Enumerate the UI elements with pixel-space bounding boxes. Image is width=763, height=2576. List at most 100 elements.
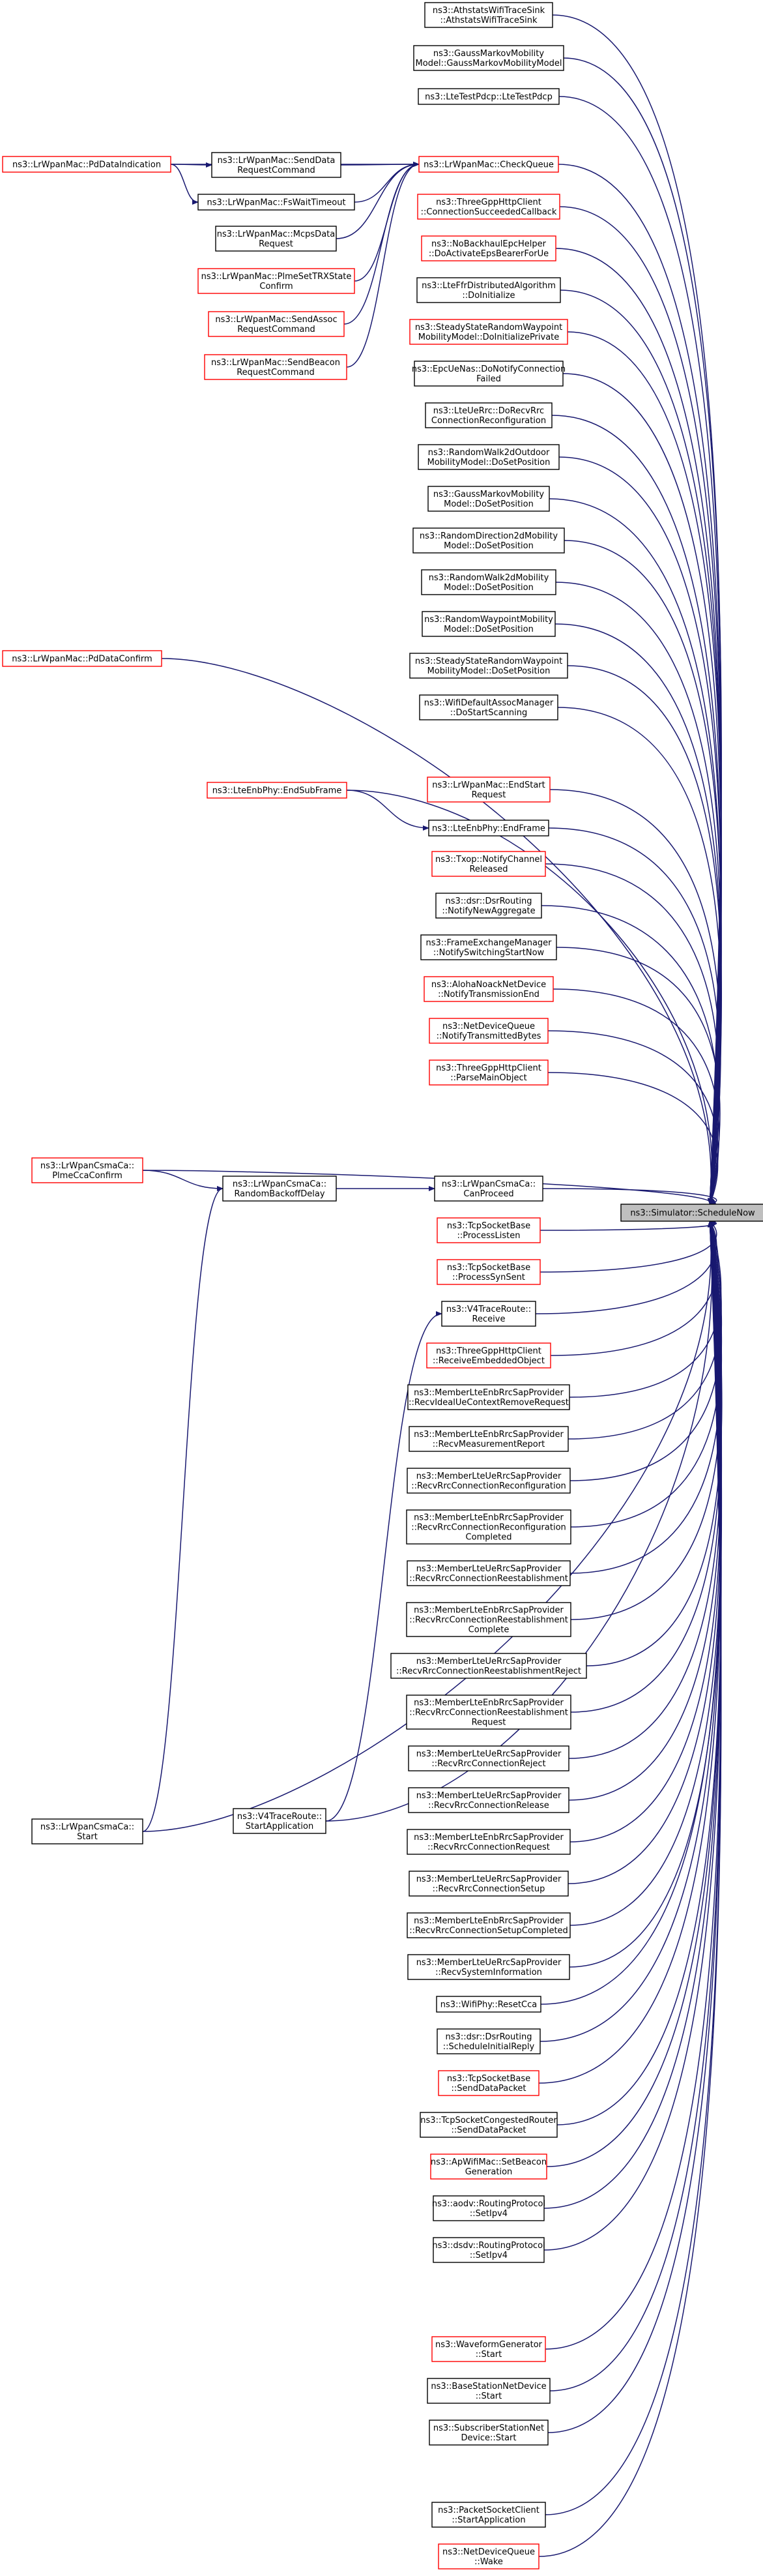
node-m2[interactable]: ns3::MemberLteEnbRrcSapProvider::RecvMea… <box>409 1426 569 1452</box>
node-ndqw[interactable]: ns3::NetDeviceQueue::Wake <box>438 2543 540 2569</box>
edge-ltepd-to-sched <box>558 96 722 1205</box>
node-dsr[interactable]: ns3::dsr::DsrRouting::NotifyNewAggregate <box>435 893 542 919</box>
node-m7[interactable]: ns3::MemberLteUeRrcSapProvider::RecvRrcC… <box>390 1653 587 1679</box>
node-plmecc[interactable]: ns3::LrWpanCsmaCa::PlmeCcaConfirm <box>31 1157 143 1183</box>
node-fswait[interactable]: ns3::LrWpanMac::FsWaitTimeout <box>197 194 355 211</box>
node-rw2d[interactable]: ns3::RandomWalk2dMobilityModel::DoSetPos… <box>421 569 556 595</box>
node-m13[interactable]: ns3::MemberLteEnbRrcSapProvider::RecvRrc… <box>407 1912 571 1938</box>
node-label-line: Model::DoSetPosition <box>444 583 534 593</box>
node-ltefr[interactable]: ns3::LteFfrDistributedAlgorithm::DoIniti… <box>416 277 561 303</box>
node-label-line: ns3::TcpSocketBase <box>447 2074 530 2084</box>
node-m14[interactable]: ns3::MemberLteUeRrcSapProvider::RecvSyst… <box>407 1954 570 1980</box>
node-box <box>429 2420 549 2446</box>
edge-m6-to-sched <box>570 1221 723 1620</box>
node-dsdv[interactable]: ns3::dsdv::RoutingProtocol::SetIpv4 <box>432 2237 545 2263</box>
edge-gmmpos-to-sched <box>549 498 722 1205</box>
node-label-line: ns3::dsr::DsrRouting <box>446 896 532 906</box>
node-box <box>390 1653 587 1679</box>
node-box <box>437 2028 541 2054</box>
node-m11[interactable]: ns3::MemberLteEnbRrcSapProvider::RecvRrc… <box>407 1829 571 1855</box>
node-label-line: ::NotifySwitchingStartNow <box>433 948 545 958</box>
node-sswm[interactable]: ns3::SteadyStateRandomWaypointMobilityMo… <box>409 319 568 345</box>
node-label-line: ns3::LrWpanCsmaCa:: <box>442 1179 536 1189</box>
node-m9[interactable]: ns3::MemberLteUeRrcSapProvider::RecvRrcC… <box>408 1745 569 1771</box>
node-endfr[interactable]: ns3::LteEnbPhy::EndFrame <box>428 820 549 836</box>
node-rwp[interactable]: ns3::RandomWaypointMobilityModel::DoSetP… <box>422 611 556 637</box>
node-m8[interactable]: ns3::MemberLteEnbRrcSapProvider::RecvRrc… <box>406 1695 571 1730</box>
node-label-line: RequestCommand <box>237 368 315 378</box>
node-sswpos[interactable]: ns3::SteadyStateRandomWaypointMobilityMo… <box>409 653 568 679</box>
node-m1[interactable]: ns3::MemberLteEnbRrcSapProvider::RecvIde… <box>407 1384 570 1410</box>
node-v4r[interactable]: ns3::V4TraceRoute::Receive <box>441 1301 536 1327</box>
node-tgpm[interactable]: ns3::ThreeGppHttpClient::ParseMainObject <box>429 1059 549 1086</box>
node-box <box>2 650 162 667</box>
node-wsink[interactable]: ns3::AthstatsWifiTraceSink::AthstatsWifi… <box>424 2 553 28</box>
node-tgre[interactable]: ns3::ThreeGppHttpClient::ReceiveEmbedded… <box>426 1342 551 1369</box>
node-m6[interactable]: ns3::MemberLteEnbRrcSapProvider::RecvRrc… <box>406 1602 571 1637</box>
node-label-line: Model::DoSetPosition <box>444 541 534 551</box>
node-pdconf[interactable]: ns3::LrWpanMac::PdDataConfirm <box>2 650 162 667</box>
node-m12[interactable]: ns3::MemberLteUeRrcSapProvider::RecvRrcC… <box>409 1871 569 1897</box>
node-rd2d[interactable]: ns3::RandomDirection2dMobilityModel::DoS… <box>412 527 565 554</box>
node-ltepd[interactable]: ns3::LteTestPdcp::LteTestPdcp <box>418 88 560 105</box>
node-label-line: ::SendDataPacket <box>451 2084 526 2094</box>
node-box <box>407 1468 571 1494</box>
node-wifida[interactable]: ns3::WifiDefaultAssocManager::DoStartSca… <box>419 694 558 720</box>
node-rbd[interactable]: ns3::LrWpanCsmaCa::RandomBackoffDelay <box>222 1176 337 1202</box>
edge-ndqw-to-sched <box>538 1221 722 2557</box>
node-pdind[interactable]: ns3::LrWpanMac::PdDataIndication <box>2 156 171 173</box>
node-m10[interactable]: ns3::MemberLteUeRrcSapProvider::RecvRrcC… <box>408 1787 569 1813</box>
node-wfg[interactable]: ns3::WaveformGenerator::Start <box>431 2336 546 2362</box>
node-v4start[interactable]: ns3::V4TraceRoute::StartApplication <box>233 1808 326 1834</box>
node-box <box>433 2195 545 2221</box>
edge-v4r-to-sched <box>535 1221 717 1314</box>
node-gmm[interactable]: ns3::GaussMarkovMobilityModel::GaussMark… <box>413 45 564 71</box>
node-ndq[interactable]: ns3::NetDeviceQueue::NotifyTransmittedBy… <box>429 1018 549 1044</box>
node-nobh[interactable]: ns3::NoBackhaulEpcHelper::DoActivateEpsB… <box>421 235 556 261</box>
node-label-line: Model::DoSetPosition <box>444 625 534 634</box>
node-endsub[interactable]: ns3::LteEnbPhy::EndSubFrame <box>207 782 347 799</box>
node-label-line: ns3::BaseStationNetDevice <box>431 2382 546 2391</box>
node-rw2do[interactable]: ns3::RandomWalk2dOutdoorMobilityModel::D… <box>418 444 560 470</box>
node-label-line: ns3::MemberLteUeRrcSapProvider <box>416 1958 562 1968</box>
node-dsrsir[interactable]: ns3::dsr::DsrRouting::ScheduleInitialRep… <box>437 2028 541 2054</box>
node-label-line: ns3::WifiPhy::ResetCca <box>440 2000 538 2010</box>
node-bsnd[interactable]: ns3::BaseStationNetDevice::Start <box>427 2378 551 2404</box>
node-tcpsdp[interactable]: ns3::TcpSocketBase::SendDataPacket <box>438 2070 540 2096</box>
node-box <box>421 569 556 595</box>
node-sched[interactable]: ns3::Simulator::ScheduleNow <box>620 1204 763 1222</box>
node-box <box>438 2070 540 2096</box>
node-canpr[interactable]: ns3::LrWpanCsmaCa::CanProceed <box>434 1176 543 1202</box>
node-label-line: ::RecvRrcConnectionReestablishmentReject <box>396 1666 581 1676</box>
node-conn[interactable]: ns3::ThreeGppHttpClient::ConnectionSucce… <box>417 194 560 220</box>
node-wifirc[interactable]: ns3::WifiPhy::ResetCca <box>436 1996 541 2013</box>
node-m5[interactable]: ns3::MemberLteUeRrcSapProvider::RecvRrcC… <box>407 1560 571 1586</box>
node-tcpcr[interactable]: ns3::TcpSocketCongestedRouter::SendDataP… <box>420 2112 558 2138</box>
node-csmast[interactable]: ns3::LrWpanCsmaCa::Start <box>31 1818 143 1844</box>
node-fem[interactable]: ns3::FrameExchangeManager::NotifySwitchi… <box>420 934 557 960</box>
node-label-line: ns3::LrWpanMac::CheckQueue <box>424 160 554 170</box>
node-lterrc[interactable]: ns3::LteUeRrc::DoRecvRrcConnectionReconf… <box>425 402 553 428</box>
node-gmmpos[interactable]: ns3::GaussMarkovMobilityModel::DoSetPosi… <box>427 486 550 512</box>
node-chkq[interactable]: ns3::LrWpanMac::CheckQueue <box>418 156 559 173</box>
node-label-line: ns3::Simulator::ScheduleNow <box>630 1209 755 1219</box>
node-aodv[interactable]: ns3::aodv::RoutingProtocol::SetIpv4 <box>432 2195 545 2221</box>
node-pscl[interactable]: ns3::PacketSocketClient::StartApplicatio… <box>431 2502 546 2528</box>
node-aloha[interactable]: ns3::AlohaNoackNetDevice::NotifyTransmis… <box>424 976 554 1002</box>
node-label-line: ns3::LrWpanMac::PlmeSetTRXState <box>201 272 352 282</box>
node-m3[interactable]: ns3::MemberLteUeRrcSapProvider::RecvRrcC… <box>407 1468 571 1494</box>
node-tcpss[interactable]: ns3::TcpSocketBase::ProcessSynSent <box>437 1259 541 1285</box>
node-m4[interactable]: ns3::MemberLteEnbRrcSapProvider::RecvRrc… <box>406 1509 571 1545</box>
node-tcpl[interactable]: ns3::TcpSocketBase::ProcessListen <box>437 1217 541 1243</box>
node-box <box>414 361 564 387</box>
